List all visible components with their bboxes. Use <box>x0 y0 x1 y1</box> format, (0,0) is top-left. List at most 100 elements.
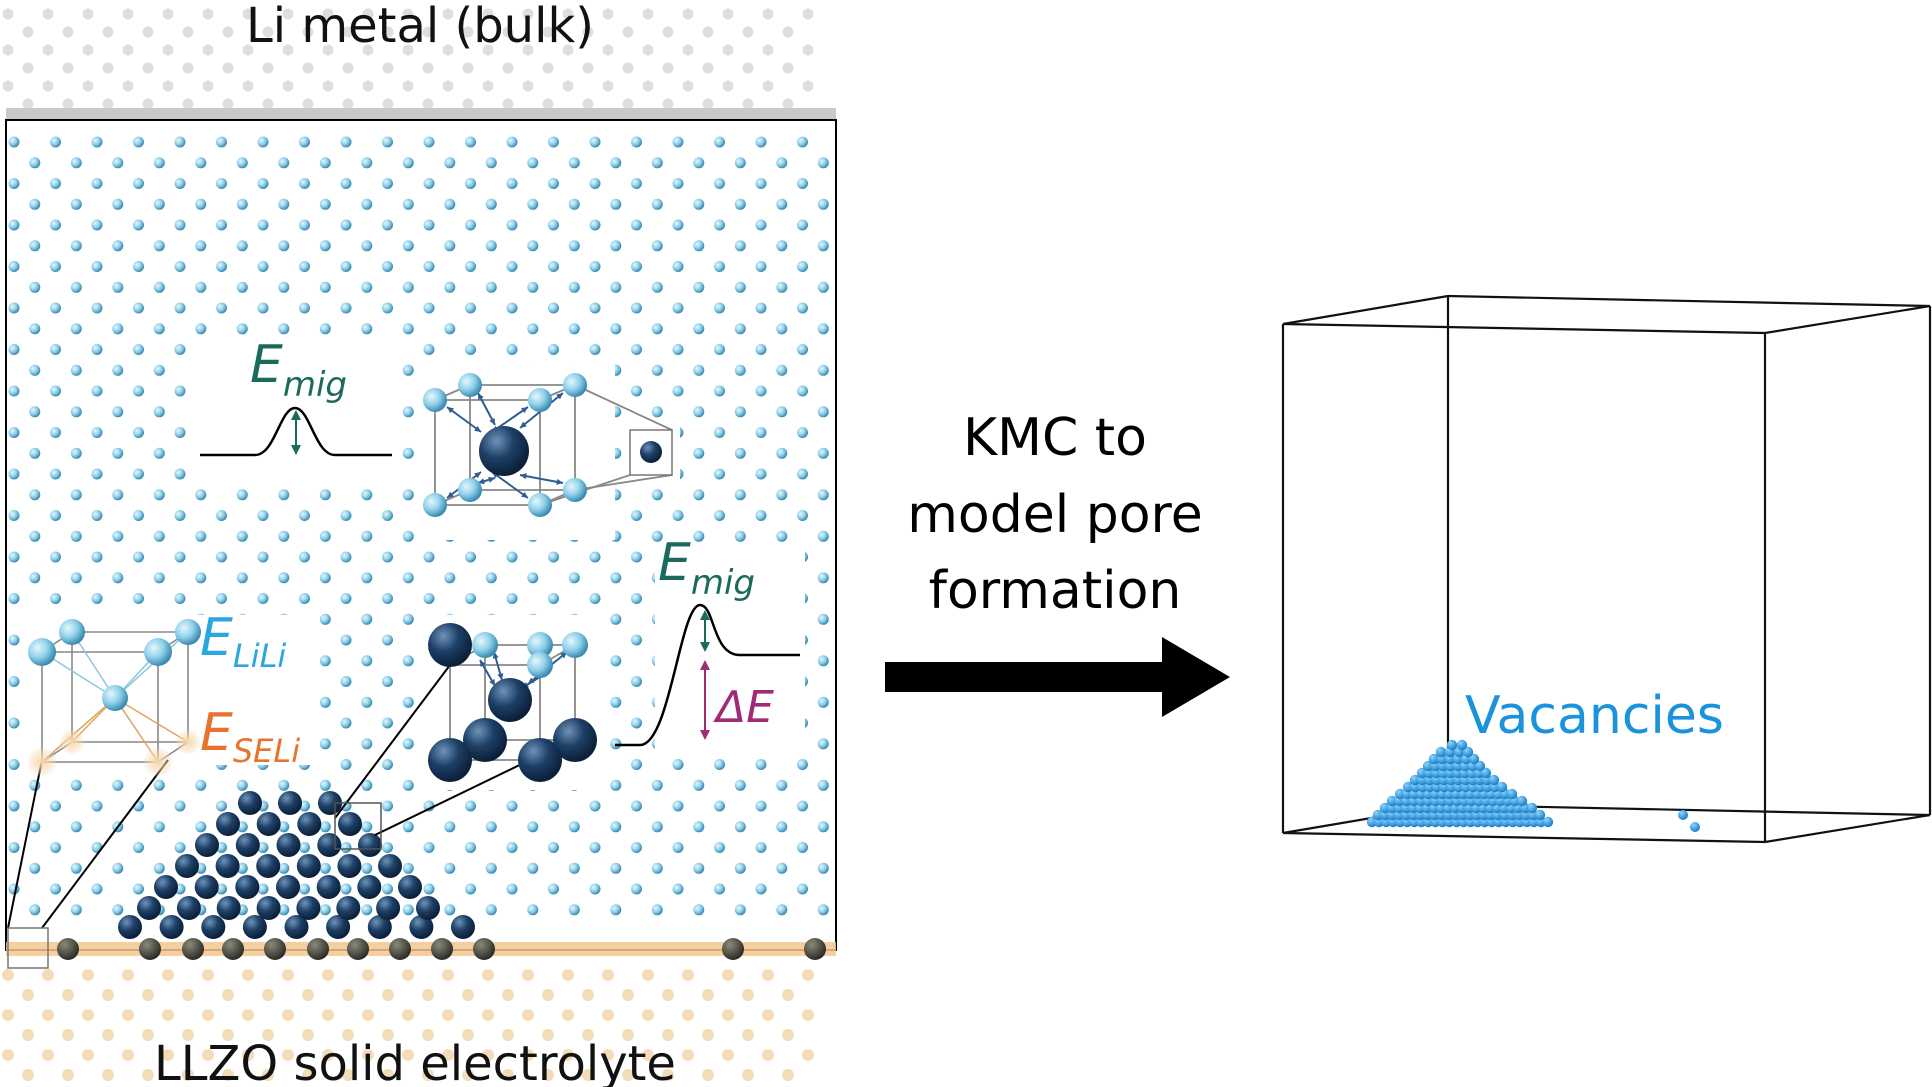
li-atom <box>610 281 622 293</box>
li-atom <box>402 240 414 252</box>
vacancy-atom <box>256 896 281 920</box>
ghost-li-atom <box>522 80 534 92</box>
vacancy-atom <box>284 915 309 939</box>
bcc-arrow-head <box>478 393 484 400</box>
li-atom <box>734 364 746 376</box>
ghost-llzo-atom <box>682 1009 694 1021</box>
vacancy-atom <box>242 915 267 939</box>
li-atom <box>693 904 705 916</box>
vacancy-atom <box>409 915 434 939</box>
li-atom <box>50 385 61 397</box>
li-atom <box>319 323 331 335</box>
li-atom <box>174 219 186 231</box>
li-metal-boundary <box>6 108 836 120</box>
ghost-li-atom <box>62 98 74 110</box>
vacancy-atom <box>378 854 402 878</box>
ghost-llzo-atom <box>22 1069 34 1081</box>
ghost-llzo-atom <box>162 1009 174 1021</box>
li-atom <box>548 302 559 314</box>
li-atom <box>755 219 767 231</box>
li-atom <box>755 261 767 272</box>
cluster-arrow-head <box>489 679 495 686</box>
li-atom <box>465 302 476 314</box>
ghost-llzo-atom <box>62 1069 74 1081</box>
bcc-arrow-head <box>520 421 527 428</box>
li-atom <box>755 302 767 314</box>
li-atom <box>693 240 705 252</box>
ghost-llzo-atom <box>542 989 554 1001</box>
li-atom <box>340 759 352 770</box>
vacancy-atom <box>297 812 322 836</box>
arrow-text-line1: KMC to <box>963 408 1147 468</box>
li-atom <box>755 385 767 397</box>
li-atom <box>278 862 290 874</box>
li-atom <box>465 551 476 563</box>
li-atom <box>568 904 580 916</box>
vacancy-atom <box>216 896 241 920</box>
li-atom <box>91 551 103 563</box>
li-atom <box>216 136 227 148</box>
li-atom <box>319 738 331 750</box>
li-atom <box>631 510 642 521</box>
li-atom <box>361 779 373 791</box>
li-atom <box>50 427 61 438</box>
zoom-connectors <box>7 664 531 929</box>
ghost-llzo-atom <box>382 1069 394 1081</box>
li-atom <box>755 468 767 480</box>
li-atom <box>631 717 642 729</box>
li-atom <box>8 219 20 231</box>
li-atom <box>776 821 788 833</box>
li-atom <box>257 136 269 148</box>
ghost-li-atom <box>782 62 794 74</box>
li-atom <box>714 302 725 314</box>
li-atom <box>382 178 393 189</box>
li-atom <box>8 676 20 687</box>
ghost-li-atom <box>262 62 274 74</box>
li-atom <box>50 510 61 521</box>
vacancy-atom <box>336 896 361 920</box>
ghost-llzo-atom <box>802 969 814 981</box>
ghost-li-atom <box>242 8 254 20</box>
ghost-li-atom <box>162 80 174 92</box>
li-atom <box>257 551 269 563</box>
li-atom <box>485 198 497 210</box>
li-atom <box>755 510 767 521</box>
li-atom <box>50 468 61 480</box>
li-bulk-ghost-lattice <box>2 8 814 110</box>
li-atom <box>382 842 393 853</box>
bcc-center-vacancy <box>479 426 529 476</box>
li-atom <box>278 572 290 584</box>
interface-cell-atoms <box>28 619 201 776</box>
vacancy-sphere <box>1446 739 1458 751</box>
li-atom <box>340 676 352 687</box>
li-atom <box>382 759 393 770</box>
li-atom <box>29 364 41 376</box>
li-atom <box>195 572 207 584</box>
ghost-li-atom <box>642 8 654 20</box>
vacancy-atom <box>159 915 184 939</box>
li-atom <box>29 821 41 833</box>
interface-atom <box>722 938 744 960</box>
ghost-li-atom <box>202 8 214 20</box>
ghost-li-atom <box>782 26 794 38</box>
li-atom <box>568 157 580 169</box>
li-atom <box>174 344 186 355</box>
ghost-llzo-atom <box>662 989 674 1001</box>
li-atom <box>299 883 310 895</box>
li-atom <box>693 323 705 335</box>
vacancy-atom <box>276 875 300 899</box>
li-atom <box>91 510 103 521</box>
li-atom <box>548 344 559 355</box>
ghost-llzo-atom <box>702 1069 714 1081</box>
ghost-llzo-atom <box>702 989 714 1001</box>
interface-atom <box>347 938 369 960</box>
li-atom <box>112 489 124 501</box>
li-atom <box>299 593 310 604</box>
li-atom <box>734 489 746 501</box>
li-atom <box>112 198 124 210</box>
ghost-llzo-atom <box>362 1009 374 1021</box>
bcc-arrow <box>491 471 529 499</box>
interface-atom <box>431 938 453 960</box>
ghost-li-atom <box>562 8 574 20</box>
llzo-label: LLZO solid electrolyte <box>154 1036 676 1087</box>
